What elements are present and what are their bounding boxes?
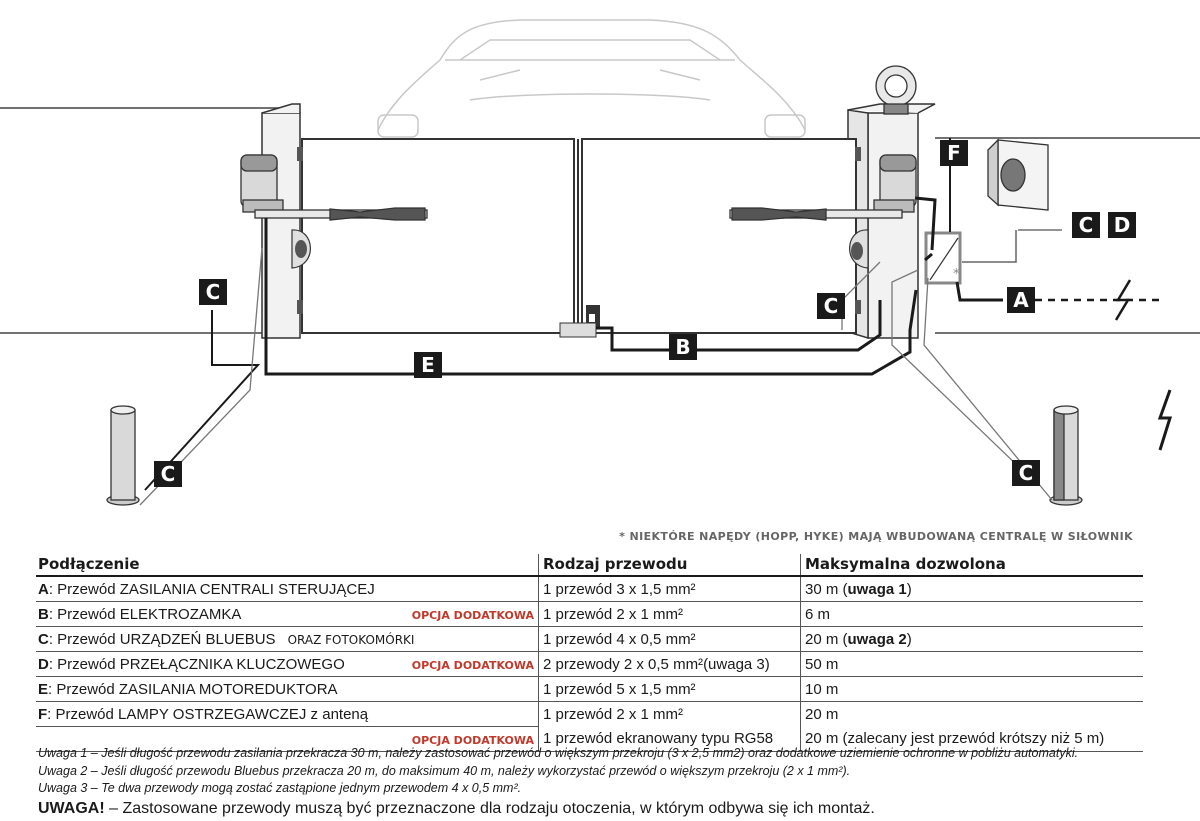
row-f-badge-cell: OPCJA DODATKOWA [36, 726, 539, 752]
row-connection: A: Przewód ZASILANIA CENTRALI STERUJĄCEJ [36, 576, 539, 602]
row-connection: C: Przewód URZĄDZEŃ BLUEBUS ORAZ FOTOKOMÓ… [36, 626, 539, 652]
label-c-right-pillar: C [817, 293, 845, 319]
row-cable: 1 przewód 2 x 1 mm² [538, 601, 801, 627]
optional-badge: OPCJA DODATKOWA [411, 608, 534, 622]
svg-text:C: C [1079, 213, 1094, 237]
label-c-right-bollard: C [1012, 460, 1040, 486]
left-operator-icon [240, 154, 428, 221]
row-key: B [38, 605, 49, 623]
label-c-keyswitch: C [1072, 212, 1100, 238]
label-f: F [940, 140, 968, 166]
note-3: Uwaga 3 – Te dwa przewody mogą zostać za… [38, 781, 522, 795]
row-key: E [38, 680, 49, 698]
table-row: A: Przewód ZASILANIA CENTRALI STERUJĄCEJ… [36, 576, 1143, 602]
key-switch-icon [987, 138, 1049, 211]
left-pillar [261, 103, 301, 339]
warning-text: UWAGA! – Zastosowane przewody muszą być … [38, 800, 875, 818]
gate-wiring-diagram: * F C D A C C B E C C [0, 19, 1200, 506]
svg-text:C: C [1019, 461, 1034, 485]
row-connection: B: Przewód ELEKTROZAMKA OPCJA DODATKOWA [36, 601, 539, 627]
svg-text:F: F [947, 141, 961, 165]
row-key: C [38, 630, 49, 648]
table-row: B: Przewód ELEKTROZAMKA OPCJA DODATKOWA 1 … [36, 601, 1143, 627]
row-max: 20 m (uwaga 2) [800, 626, 1143, 652]
row-f-max-2: 20 m (zalecany jest przewód krótszy niż … [800, 726, 1143, 752]
gate-hinges [297, 147, 861, 314]
label-a: A [1007, 287, 1035, 313]
row-text: : Przewód ZASILANIA CENTRALI STERUJĄCEJ [48, 580, 375, 598]
warning-lamp-icon [875, 65, 917, 115]
ground-lightning-icon [1157, 389, 1173, 451]
row-max-note: uwaga 1 [847, 580, 907, 598]
row-key: D [38, 655, 49, 673]
left-bollard-photocell-icon [106, 405, 140, 506]
svg-text:C: C [824, 294, 839, 318]
table-header-row: Podłączenie Rodzaj przewodu Maksymalna d… [36, 554, 1143, 577]
row-max: 10 m [800, 676, 1143, 702]
left-pillar-photocell-icon [291, 229, 311, 269]
row-max: 30 m (uwaga 1) [800, 576, 1143, 602]
table-row: D: Przewód PRZEŁĄCZNIKA KLUCZOWEGO OPCJA … [36, 651, 1143, 677]
table-row-f-second: OPCJA DODATKOWA 1 przewód ekranowany typ… [36, 726, 1143, 752]
row-text: : Przewód URZĄDZEŃ BLUEBUS [48, 630, 276, 648]
right-pillar-photocell-icon [849, 229, 869, 269]
warning-strong: UWAGA! [38, 800, 105, 817]
row-max-note: uwaga 2 [847, 630, 907, 648]
row-f-cable-2: 1 przewód ekranowany typu RG58 [538, 726, 801, 752]
header-max-length: Maksymalna dozwolona [800, 554, 1143, 577]
header-connection: Podłączenie [36, 554, 539, 577]
row-cable: 2 przewody 2 x 0,5 mm²(uwaga 3) [538, 651, 801, 677]
note-2: Uwaga 2 – Jeśli długość przewodu Bluebus… [38, 764, 851, 778]
note-1: Uwaga 1 – Jeśli długość przewodu zasilan… [38, 746, 1079, 760]
label-c-left-bollard: C [154, 461, 182, 487]
right-operator-icon [729, 154, 917, 221]
row-cable: 1 przewód 4 x 0,5 mm² [538, 626, 801, 652]
mains-lightning-icon [1114, 279, 1132, 321]
row-text: : Przewód ELEKTROZAMKA [48, 605, 242, 623]
row-text: : Przewód ZASILANIA MOTOREDUKTORA [48, 680, 338, 698]
table-row: C: Przewód URZĄDZEŃ BLUEBUS ORAZ FOTOKOMÓ… [36, 626, 1143, 652]
row-connection: E: Przewód ZASILANIA MOTOREDUKTORA [36, 676, 539, 702]
row-cable-note: (uwaga 3) [703, 655, 770, 673]
row-extra: ORAZ FOTOKOMÓRKI [287, 632, 415, 647]
label-d: D [1108, 212, 1136, 238]
cable-runs [144, 138, 1017, 491]
gate-leaves [301, 138, 857, 334]
row-key: A [38, 580, 49, 598]
svg-text:E: E [421, 353, 435, 377]
optional-badge: OPCJA DODATKOWA [411, 658, 534, 672]
header-cable-type: Rodzaj przewodu [538, 554, 801, 577]
svg-text:C: C [161, 462, 176, 486]
right-bollard-photocell-icon [1049, 405, 1083, 506]
row-connection: D: Przewód PRZEŁĄCZNIKA KLUCZOWEGO OPCJA … [36, 651, 539, 677]
svg-text:A: A [1013, 288, 1029, 312]
svg-text:C: C [206, 280, 221, 304]
row-max: 50 m [800, 651, 1143, 677]
row-f-max-1: 20 m [800, 701, 1143, 727]
svg-text:B: B [675, 335, 690, 359]
ground-lines [0, 107, 1200, 334]
label-e: E [414, 352, 442, 378]
cable-table: Podłączenie Rodzaj przewodu Maksymalna d… [36, 554, 1143, 752]
label-c-left-pillar: C [199, 279, 227, 305]
footnote-builtin-control: * NIEKTÓRE NAPĘDY (HOPP, HYKE) MAJĄ WBUD… [619, 530, 1133, 543]
row-cable: 1 przewód 3 x 1,5 mm² [538, 576, 801, 602]
row-text: : Przewód PRZEŁĄCZNIKA KLUCZOWEGO [48, 655, 345, 673]
thin-cable-runs [139, 229, 1062, 506]
svg-text:D: D [1114, 213, 1131, 237]
electric-lock-icon [559, 305, 600, 338]
car-outline [377, 19, 806, 138]
row-cable: 1 przewód 5 x 1,5 mm² [538, 676, 801, 702]
row-max: 6 m [800, 601, 1143, 627]
table-row-f: F: Przewód LAMPY OSTRZEGAWCZEJ z anteną … [36, 701, 1143, 727]
row-f-connection: F: Przewód LAMPY OSTRZEGAWCZEJ z anteną [36, 701, 539, 727]
control-unit-star: * [953, 267, 960, 282]
row-f-optional-badge: OPCJA DODATKOWA [411, 734, 534, 747]
row-f-cable-1: 1 przewód 2 x 1 mm² [538, 701, 801, 727]
label-b: B [669, 334, 697, 360]
warning-body: – Zastosowane przewody muszą być przezna… [104, 800, 875, 817]
